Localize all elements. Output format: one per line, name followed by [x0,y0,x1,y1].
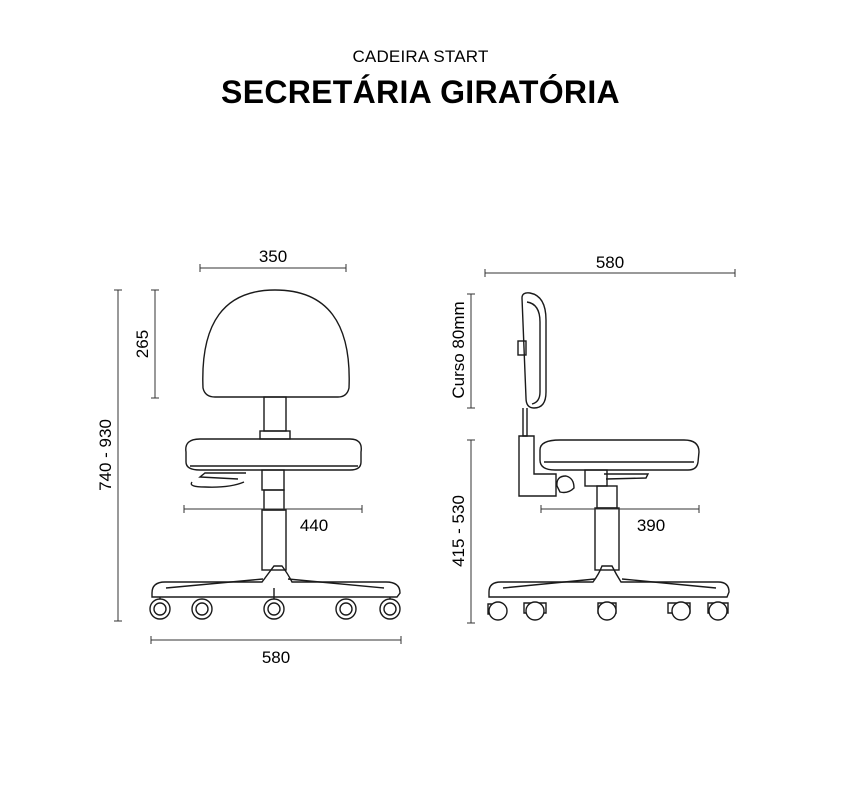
seat-depth-label: 390 [637,516,665,535]
product-line: CADEIRA START [352,47,489,66]
product-title: SECRETÁRIA GIRATÓRIA [221,74,620,110]
backrest-height-label: 265 [133,330,152,358]
total-height-label: 740 - 930 [96,419,115,491]
backrest-travel-label: Curso 80mm [449,301,468,398]
side-depth-label: 580 [596,253,624,272]
backrest-width-label: 350 [259,247,287,266]
side-dimension-lines [467,269,736,624]
side-view-chair [487,292,730,621]
base-width-label: 580 [262,648,290,667]
front-view-chair [149,289,401,620]
front-dimension-lines [114,264,402,644]
seat-width-label: 440 [300,516,328,535]
seat-height-label: 415 - 530 [449,495,468,567]
